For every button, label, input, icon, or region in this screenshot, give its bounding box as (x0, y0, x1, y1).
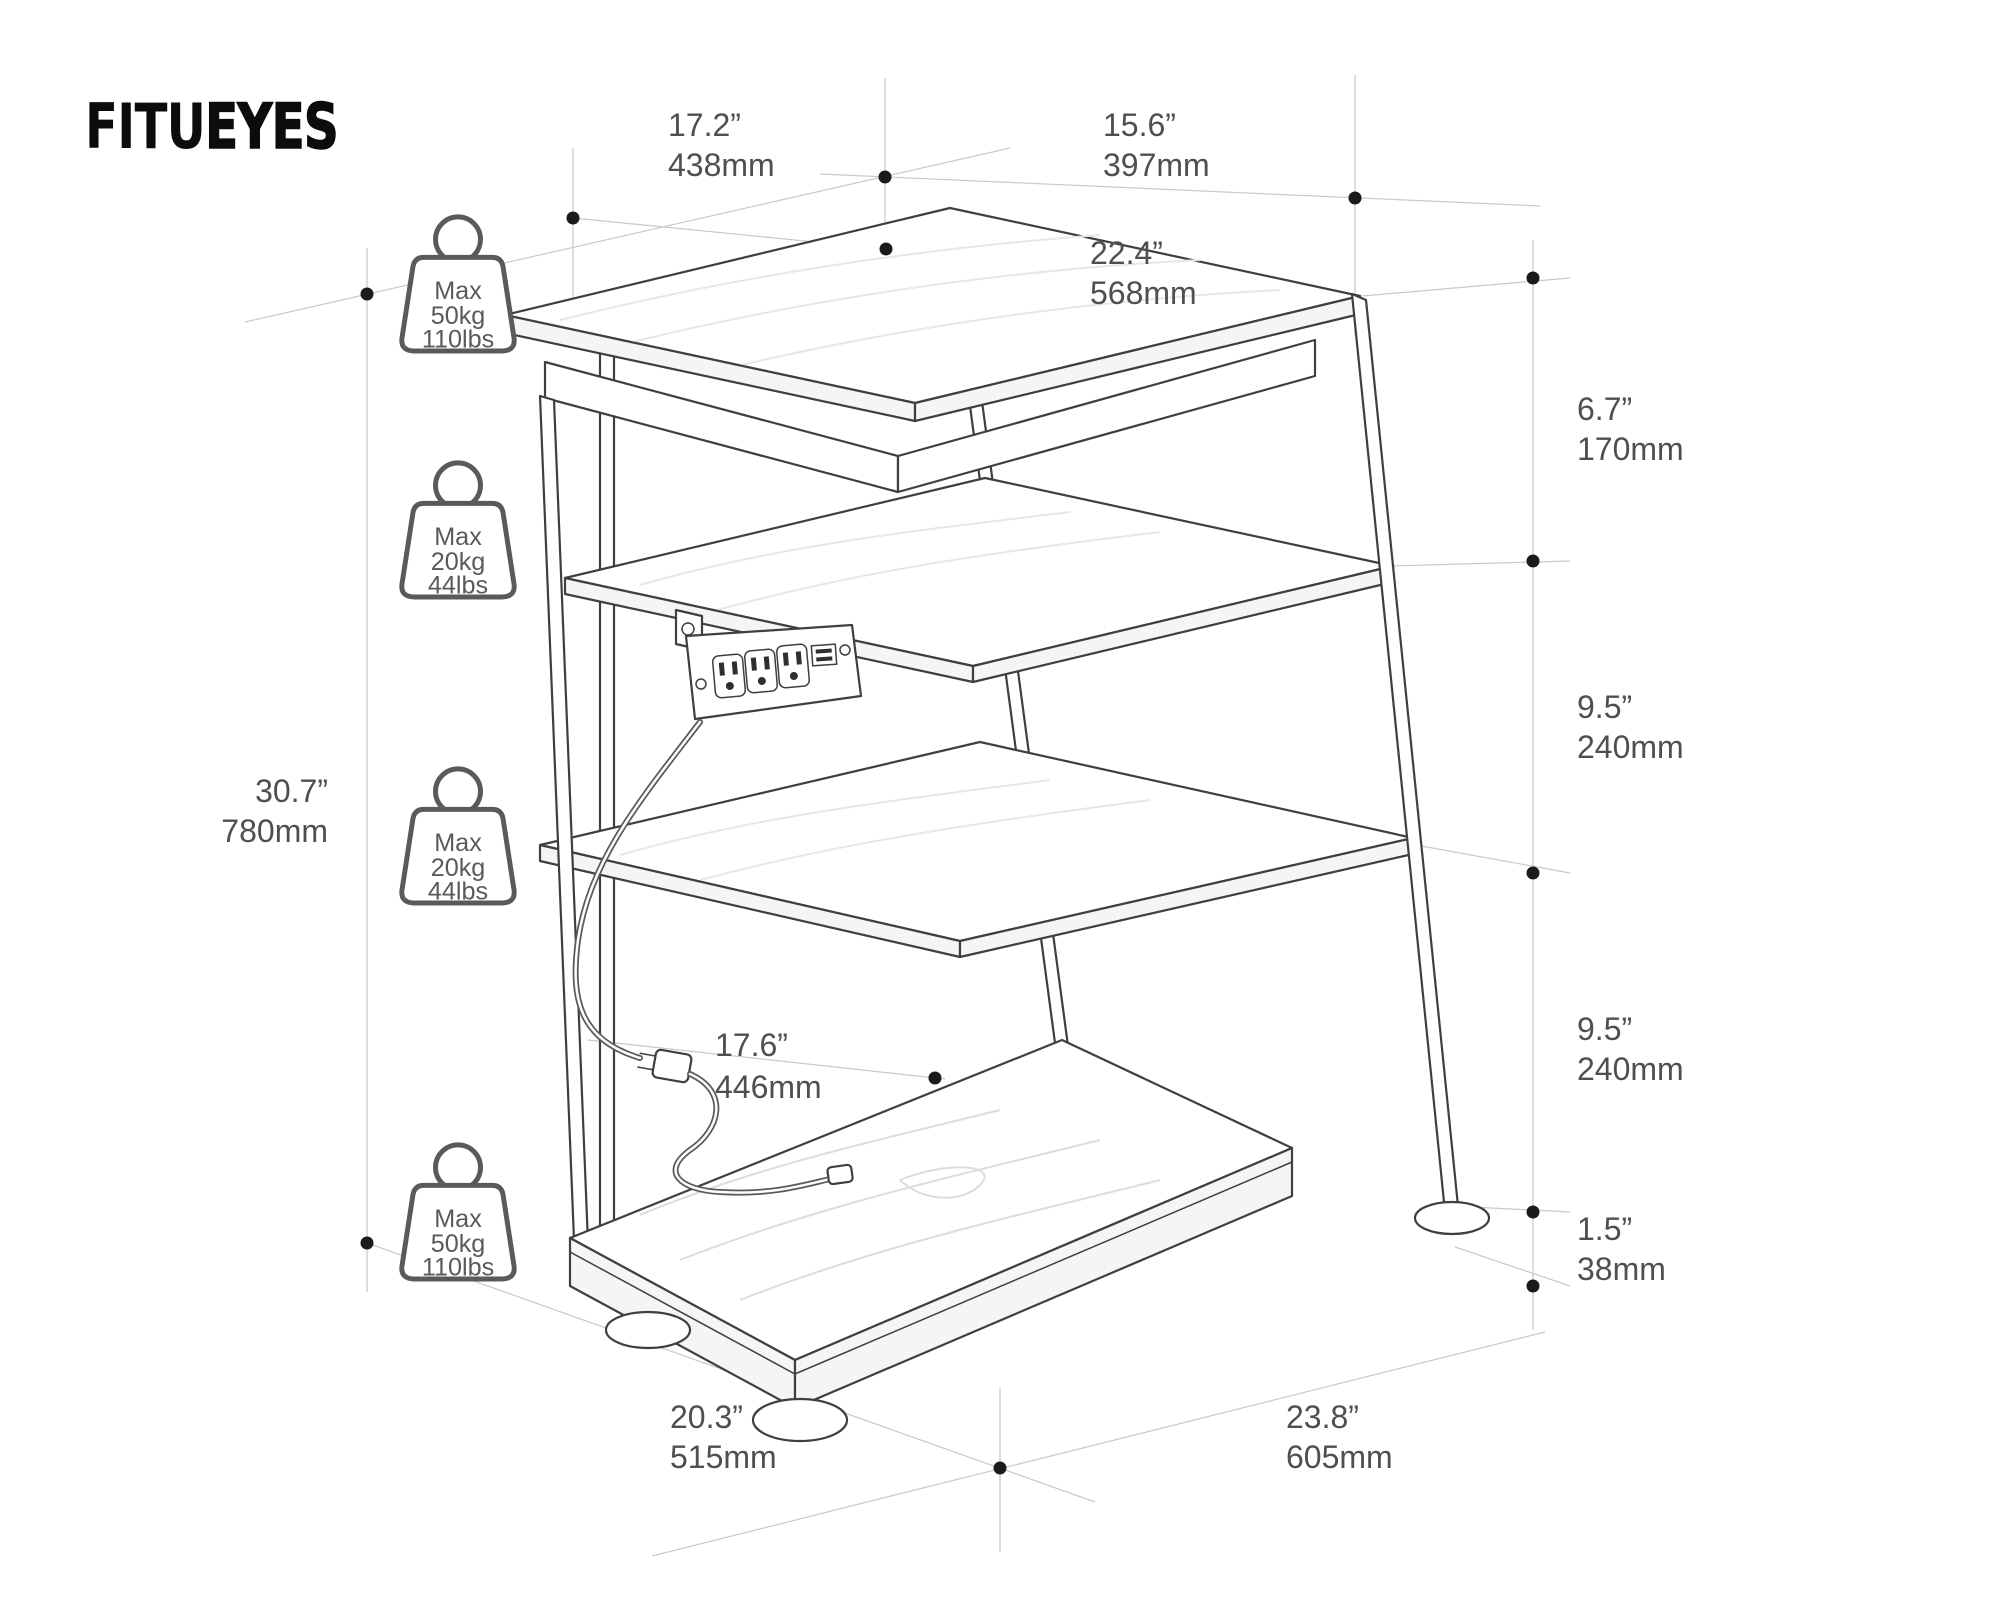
dim-bottom-depth-in: 20.3” (670, 1399, 743, 1435)
dim-total-height: 30.7” 780mm (221, 773, 328, 849)
badge-line: 44lbs (428, 571, 488, 599)
dim-gap-low-in: 9.5” (1577, 1011, 1632, 1047)
front-right-leg (1350, 292, 1460, 1208)
dim-gap-low: 9.5” 240mm (1577, 1011, 1684, 1087)
cable-connector-icon (826, 1163, 854, 1186)
dim-top-width-in: 15.6” (1103, 107, 1176, 143)
badge-line: Max (434, 829, 482, 857)
screw-icon (695, 678, 707, 690)
front-foot (751, 1397, 849, 1443)
back-left-leg (598, 290, 616, 1232)
load-badge-third: Max 20kg 44lbs (399, 766, 517, 906)
dim-gap-mid: 9.5” 240mm (1577, 689, 1684, 765)
dim-top-depth-in: 17.2” (668, 107, 741, 143)
badge-line: 110lbs (422, 1253, 494, 1281)
dim-top-surface-mm: 568mm (1090, 275, 1197, 311)
dim-gap-top-mm: 170mm (1577, 431, 1684, 467)
outlet-icon (743, 648, 779, 694)
dim-top-depth: 17.2” 438mm (668, 107, 775, 183)
shelf-3 (538, 740, 1415, 959)
dim-foot-height: 1.5” 38mm (1577, 1211, 1666, 1287)
dim-inner-width-mm: 446mm (715, 1069, 822, 1105)
power-strip (674, 608, 863, 721)
badge-line: 20kg (431, 548, 486, 576)
plug-icon (637, 1048, 693, 1084)
dimension-labels: 17.2” 438mm 15.6” 397mm 22.4” 568mm 6.7”… (221, 107, 1683, 1475)
dim-top-width: 15.6” 397mm (1103, 107, 1210, 183)
dim-total-height-in: 30.7” (255, 773, 328, 809)
load-badges: Max 50kg 110lbs Max 20kg 44lbs Max 20kg … (399, 214, 517, 1282)
load-badge-second: Max 20kg 44lbs (399, 460, 517, 600)
badge-line: 50kg (431, 1230, 486, 1258)
weight-icon (399, 500, 517, 600)
top-shelf (503, 206, 1362, 494)
dim-top-width-mm: 397mm (1103, 147, 1210, 183)
dim-foot-height-mm: 38mm (1577, 1251, 1666, 1287)
dim-inner-width-in: 17.6” (715, 1027, 788, 1063)
front-left-leg (538, 394, 590, 1245)
dim-bottom-width-in: 23.8” (1286, 1399, 1359, 1435)
brand-logo-part2: EYES (205, 91, 338, 163)
weight-icon (399, 1182, 517, 1282)
badge-line: Max (434, 277, 482, 305)
brand-logo-part1: FITU (85, 91, 205, 163)
badge-line: 50kg (431, 302, 486, 330)
outlet-icon (711, 653, 747, 699)
dim-gap-top-in: 6.7” (1577, 391, 1632, 427)
load-badge-bottom: Max 50kg 110lbs (399, 1142, 517, 1282)
dim-top-depth-mm: 438mm (668, 147, 775, 183)
dim-gap-low-mm: 240mm (1577, 1051, 1684, 1087)
dim-bottom-width: 23.8” 605mm (1286, 1399, 1393, 1475)
dim-total-height-mm: 780mm (221, 813, 328, 849)
power-cable (572, 719, 854, 1196)
weight-icon (399, 254, 517, 354)
dim-inner-width: 17.6” 446mm (715, 1027, 822, 1105)
bottom-shelf (568, 1038, 1294, 1410)
brand-logo: FITUEYES (85, 91, 338, 163)
badge-line: Max (434, 1205, 482, 1233)
badge-line: 20kg (431, 854, 486, 882)
left-foot (604, 1310, 692, 1350)
dim-bottom-width-mm: 605mm (1286, 1439, 1393, 1475)
screw-icon (839, 644, 851, 656)
badge-line: 44lbs (428, 877, 488, 905)
dim-gap-top: 6.7” 170mm (1577, 391, 1684, 467)
av-shelf-drawing (503, 206, 1491, 1443)
badge-line: 110lbs (422, 325, 494, 353)
top-apron-right (896, 338, 1317, 494)
right-foot (1413, 1200, 1491, 1236)
weight-icon (399, 806, 517, 906)
load-badge-top: Max 50kg 110lbs (399, 214, 517, 354)
dimension-dots (360, 170, 1540, 1475)
dim-foot-height-in: 1.5” (1577, 1211, 1632, 1247)
dim-bottom-depth-mm: 515mm (670, 1439, 777, 1475)
dim-top-surface-in: 22.4” (1090, 235, 1163, 271)
outlet-icon (775, 643, 811, 689)
feet (604, 1200, 1491, 1443)
badge-line: Max (434, 523, 482, 551)
dim-top-surface: 22.4” 568mm (1090, 235, 1197, 311)
dim-gap-mid-mm: 240mm (1577, 729, 1684, 765)
usb-ports-icon (810, 643, 838, 667)
dim-bottom-depth: 20.3” 515mm (670, 1399, 777, 1475)
dim-gap-mid-in: 9.5” (1577, 689, 1632, 725)
